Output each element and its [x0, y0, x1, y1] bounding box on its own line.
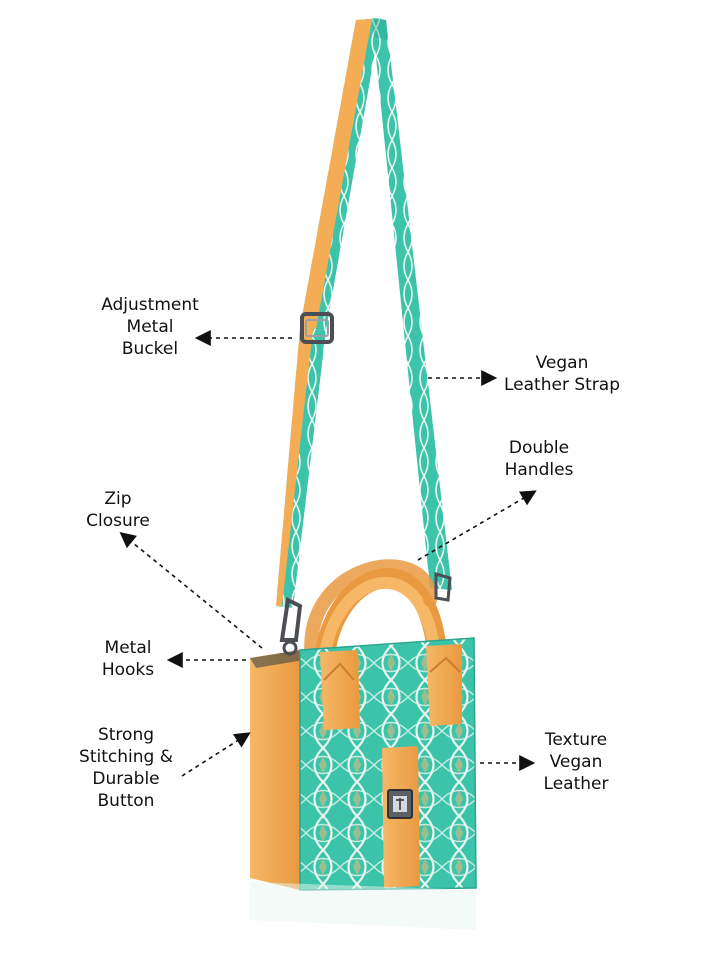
hook-icon	[279, 572, 452, 656]
button-icon	[387, 789, 413, 819]
zip-closure-label: Zip Closure	[86, 489, 150, 531]
bag-side-panel	[250, 650, 300, 890]
handle-tabs	[320, 644, 462, 730]
double-handles-label: Double Handles	[504, 438, 574, 480]
vegan-strap-label: Vegan Leather Strap	[504, 353, 620, 395]
adjustment-buckle-label: Adjustment Metal Buckel	[101, 295, 199, 359]
stitching-label: Strong Stitching & Durable Button	[79, 725, 173, 811]
buckle-icon	[300, 312, 334, 344]
callout-arrows	[119, 330, 537, 777]
bag-handles	[304, 559, 449, 690]
texture-label: Texture Vegan Leather	[543, 730, 609, 794]
shoulder-strap	[276, 18, 452, 608]
metal-hooks-label: Metal Hooks	[101, 638, 155, 680]
